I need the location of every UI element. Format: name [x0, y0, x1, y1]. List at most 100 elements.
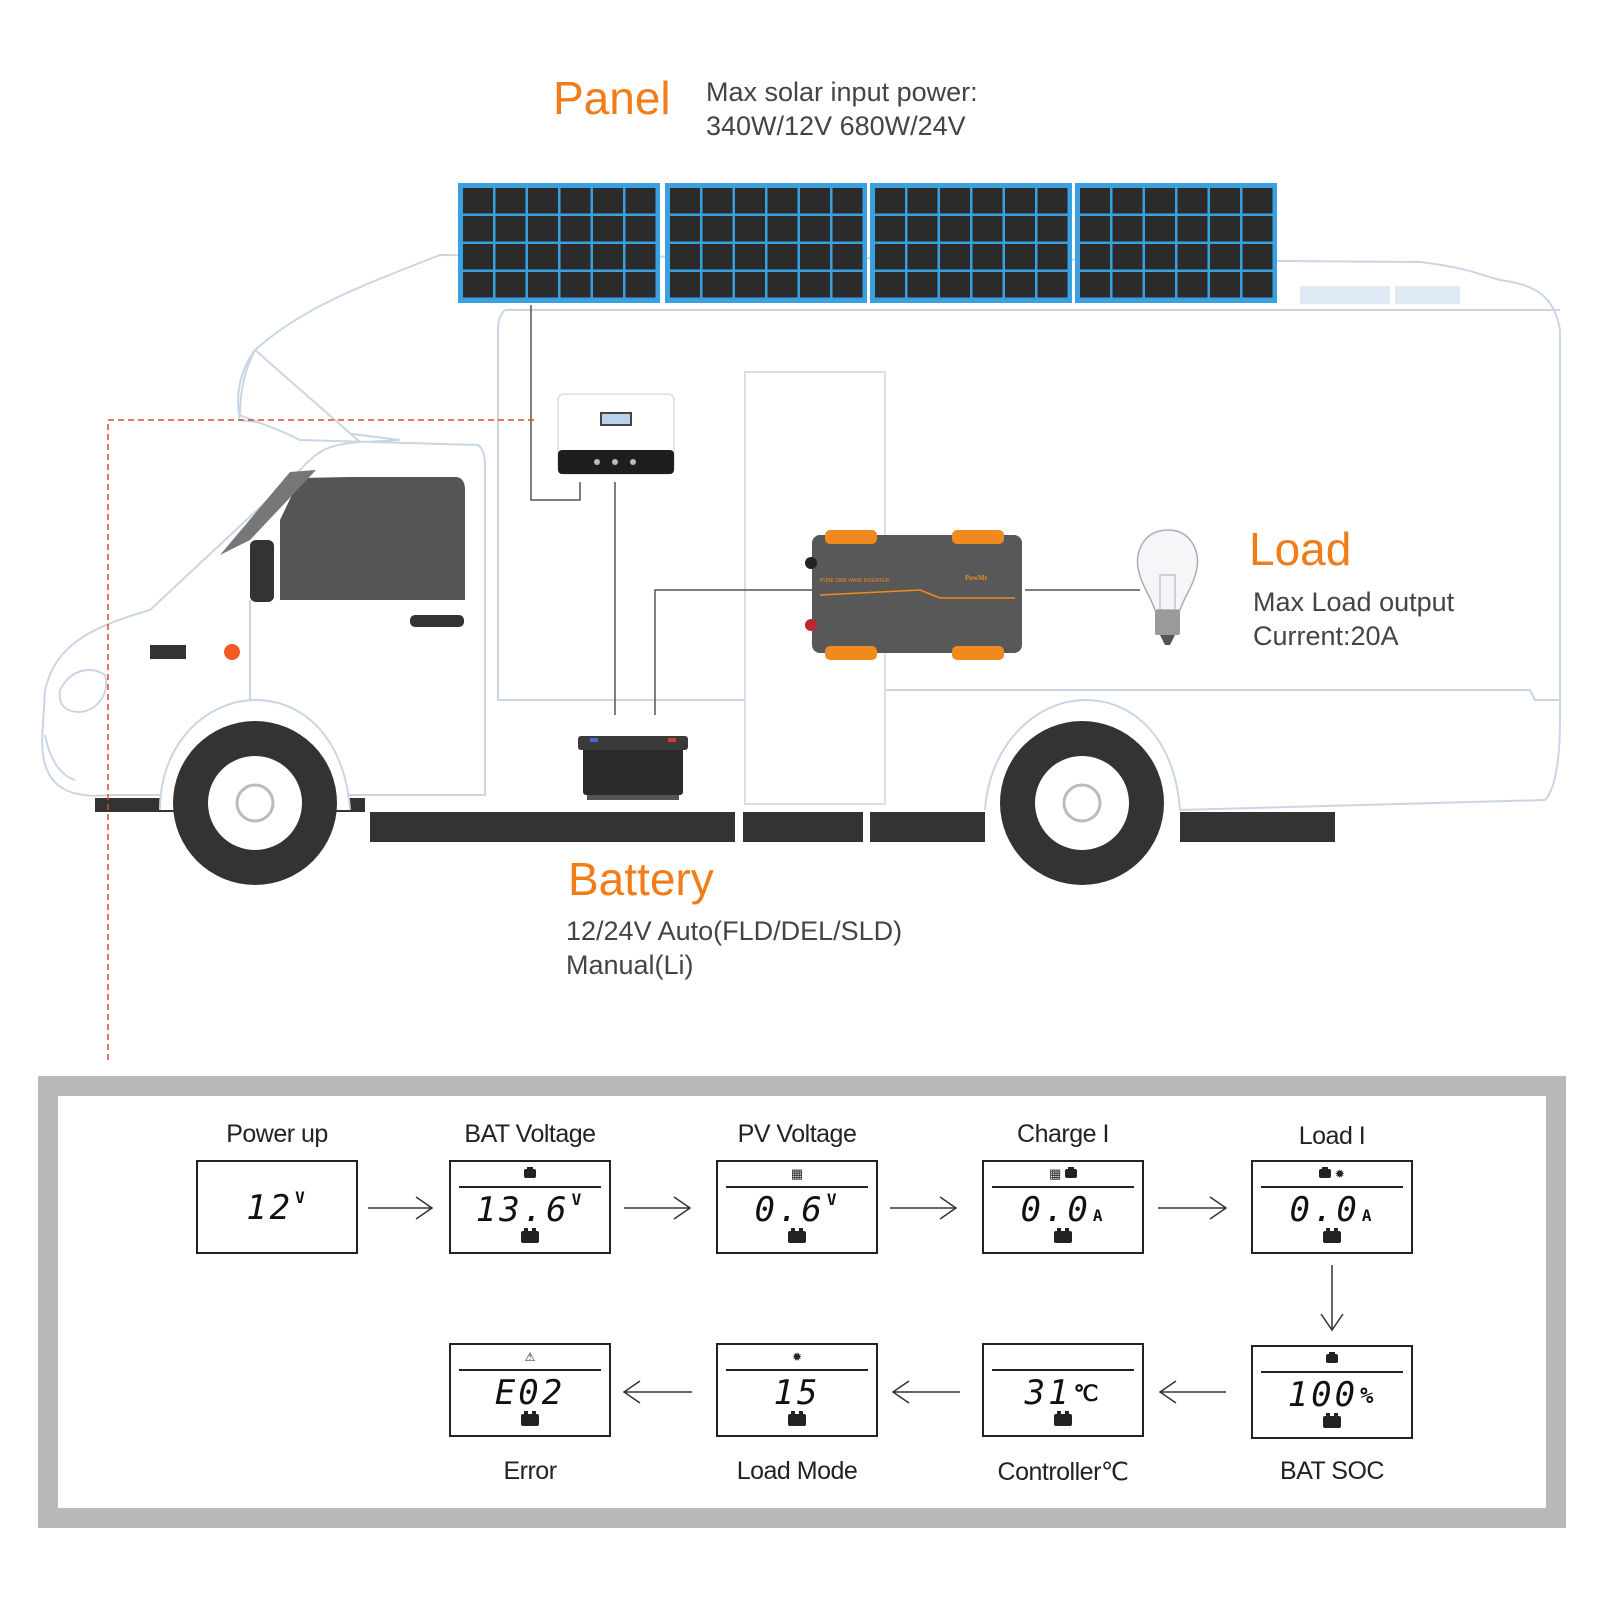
solar-cell	[875, 244, 905, 270]
solar-cell	[1080, 216, 1110, 242]
side-marker	[150, 645, 186, 659]
flow-arrow-head	[1209, 1196, 1228, 1220]
solar-cell	[528, 216, 558, 242]
solar-panel-array	[458, 183, 1277, 303]
lcd-divider	[459, 1186, 601, 1188]
solar-cell	[1242, 216, 1273, 242]
solar-cell	[1210, 188, 1240, 214]
solar-cell	[800, 188, 830, 214]
lcd-unit: %	[1360, 1384, 1377, 1409]
lcd-screen: 31℃	[982, 1343, 1144, 1437]
solar-cell	[1112, 244, 1143, 270]
solar-cell	[495, 272, 526, 298]
solar-cell	[1177, 272, 1208, 298]
solar-cell	[875, 272, 905, 298]
solar-cell	[495, 244, 526, 270]
solar-cell	[800, 272, 830, 298]
lcd-unit: V	[571, 1190, 585, 1209]
lcd-caption: BAT SOC	[1280, 1457, 1384, 1485]
battery-icon	[1253, 1351, 1411, 1366]
solar-cell	[463, 272, 493, 298]
solar-cell	[972, 188, 1003, 214]
solar-cell	[1005, 244, 1035, 270]
solar-cell	[625, 216, 656, 242]
solar-cell	[528, 244, 558, 270]
lcd-value: E02	[494, 1373, 566, 1413]
solar-cell	[875, 188, 905, 214]
roof-skylight	[1395, 286, 1460, 304]
lcd-caption: BAT Voltage	[464, 1120, 596, 1148]
warning-icon: ⚠	[524, 1350, 536, 1364]
solar-cell	[1005, 272, 1035, 298]
solar-cell	[800, 216, 830, 242]
solar-cell	[1177, 216, 1208, 242]
battery-icon	[718, 1411, 876, 1431]
solar-cell	[767, 188, 798, 214]
solar-cell	[907, 188, 938, 214]
solar-cell	[560, 188, 591, 214]
lcd-divider	[726, 1186, 868, 1188]
solar-cell	[972, 272, 1003, 298]
solar-cell	[940, 188, 970, 214]
solar-cell	[495, 188, 526, 214]
solar-cell	[1080, 272, 1110, 298]
solar-cell	[1242, 244, 1273, 270]
solar-cell	[702, 272, 733, 298]
load-spec-line2: Current:20A	[1253, 621, 1399, 651]
battery-icon	[718, 1228, 876, 1248]
lcd-caption: Load Mode	[736, 1457, 858, 1485]
solar-cell	[463, 188, 493, 214]
battery-device	[578, 736, 688, 800]
inverter-device: PURE SINE WAVE INVERTER PowMr	[805, 530, 1022, 660]
rv-solar-scene: PURE SINE WAVE INVERTER PowMr	[40, 183, 1561, 1060]
solar-cell	[940, 244, 970, 270]
solar-cell	[940, 216, 970, 242]
solar-cell	[560, 244, 591, 270]
panel-spec-line1: Max solar input power:	[706, 77, 978, 107]
solar-cell	[593, 188, 623, 214]
solar-cell	[463, 244, 493, 270]
flow-arrow-head	[673, 1196, 692, 1220]
solar-cell	[1210, 216, 1240, 242]
solar-cell	[832, 272, 863, 298]
solar-cell	[528, 272, 558, 298]
front-wheel	[159, 698, 351, 885]
lcd-screen: ⚠ E02	[449, 1343, 611, 1437]
solar-cell	[528, 188, 558, 214]
mirror	[250, 540, 274, 602]
lcd-caption: Controller℃	[997, 1458, 1129, 1486]
battery-icon	[984, 1411, 1142, 1431]
solar-cell	[875, 216, 905, 242]
flow-arrow-head	[939, 1196, 958, 1220]
solar-cell	[593, 216, 623, 242]
flow-arrow-head	[891, 1380, 910, 1404]
lcd-unit: V	[295, 1188, 308, 1207]
solar-cell	[560, 216, 591, 242]
panel-title: Panel	[553, 72, 671, 124]
chassis	[95, 798, 1335, 842]
solar-cell	[1145, 216, 1175, 242]
charge-controller-device	[557, 393, 675, 475]
solar-cell	[1005, 188, 1035, 214]
solar-cell	[735, 244, 765, 270]
lcd-unit: ℃	[1073, 1382, 1102, 1407]
lcd-divider	[992, 1186, 1134, 1188]
callout-dashed-line	[107, 419, 535, 1060]
solar-cell	[670, 188, 700, 214]
lcd-caption: PV Voltage	[737, 1120, 857, 1148]
battery-icon	[1253, 1413, 1411, 1433]
solar-cell	[735, 216, 765, 242]
battery-icon	[451, 1166, 609, 1181]
solar-cell	[670, 216, 700, 242]
solar-cell	[1177, 188, 1208, 214]
solar-cell	[1145, 244, 1175, 270]
solar-cell	[767, 216, 798, 242]
solar-cell	[735, 272, 765, 298]
solar-cell	[560, 272, 591, 298]
solar-cell	[940, 272, 970, 298]
solar-cell	[1242, 188, 1273, 214]
